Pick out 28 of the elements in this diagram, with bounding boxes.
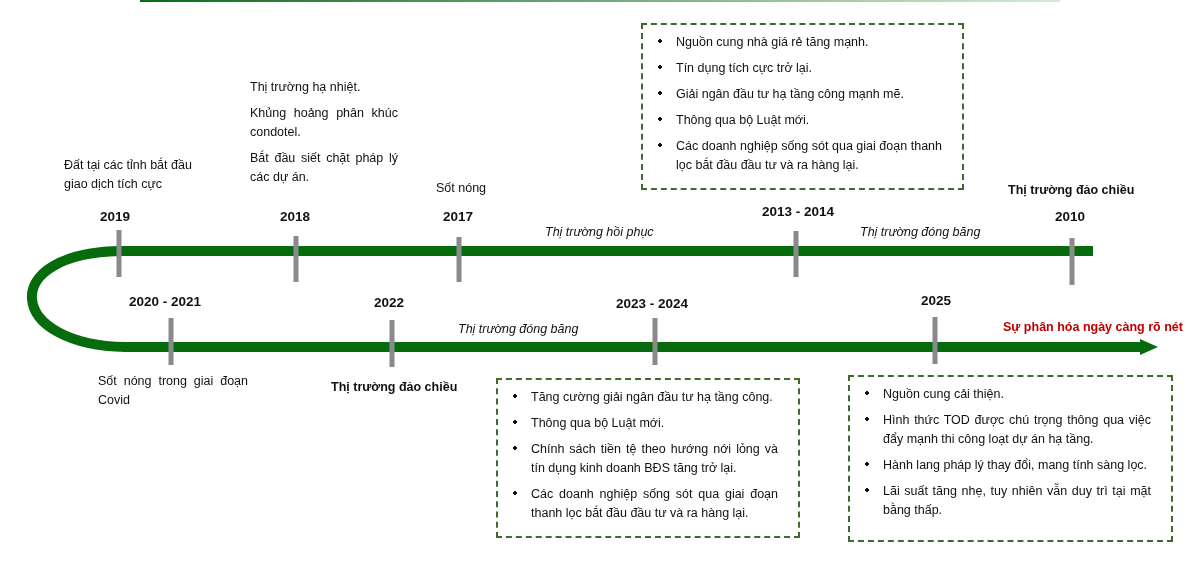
note-text: Bắt đầu siết chặt pháp lý các dự án. <box>250 149 398 186</box>
bullet-item: Các doanh nghiệp sống sót qua giai đoạn thanh lọc bắt đầu đầu tư và ra hàng lại. <box>512 485 778 523</box>
period-caption: Thị trường đảo chiều <box>1008 182 1135 199</box>
bullet-item: Chính sách tiền tệ theo hướng nới lỏng và tín dụng kinh doanh BĐS tăng trở lại. <box>512 440 778 478</box>
dashed-note-box <box>848 375 1173 542</box>
note-text: Thị trường hạ nhiệt. <box>250 79 362 96</box>
year-label: 2010 <box>1055 208 1086 226</box>
year-label: 2019 <box>100 208 131 226</box>
period-caption: Thị trường đảo chiều <box>331 379 458 396</box>
dashed-note-box <box>641 23 964 190</box>
phase-label: Thị trường hồi phục <box>545 224 654 241</box>
phase-label: Thị trường đóng băng <box>458 321 579 338</box>
trend-caption: Sự phân hóa ngày càng rõ nét <box>1003 319 1183 336</box>
year-label: 2018 <box>280 208 311 226</box>
year-label: 2013 - 2014 <box>762 203 835 221</box>
year-label: 2022 <box>374 294 405 312</box>
note-text: Sốt nóng <box>436 180 487 197</box>
note-text: Đất tại các tỉnh bắt đầu giao dịch tích cực <box>64 156 193 193</box>
year-label: 2020 - 2021 <box>129 293 202 311</box>
bullet-item: Các doanh nghiệp sống sót qua giai đoạn thanh lọc bắt đầu đầu tư và ra hàng lại. <box>657 137 942 175</box>
phase-label: Thị trường đóng băng <box>860 224 981 241</box>
year-label: 2025 <box>921 292 952 310</box>
note-text: Sốt nóng trong giai đoạn Covid <box>98 373 248 409</box>
dashed-note-box <box>496 378 800 538</box>
year-label: 2017 <box>443 208 474 226</box>
year-label: 2023 - 2024 <box>616 295 689 313</box>
note-text: Khủng hoảng phân khúc condotel. <box>250 105 398 141</box>
bullet-item: Lãi suất tăng nhẹ, tuy nhiên vẫn duy trì tại mặt bằng thấp. <box>864 482 1151 520</box>
